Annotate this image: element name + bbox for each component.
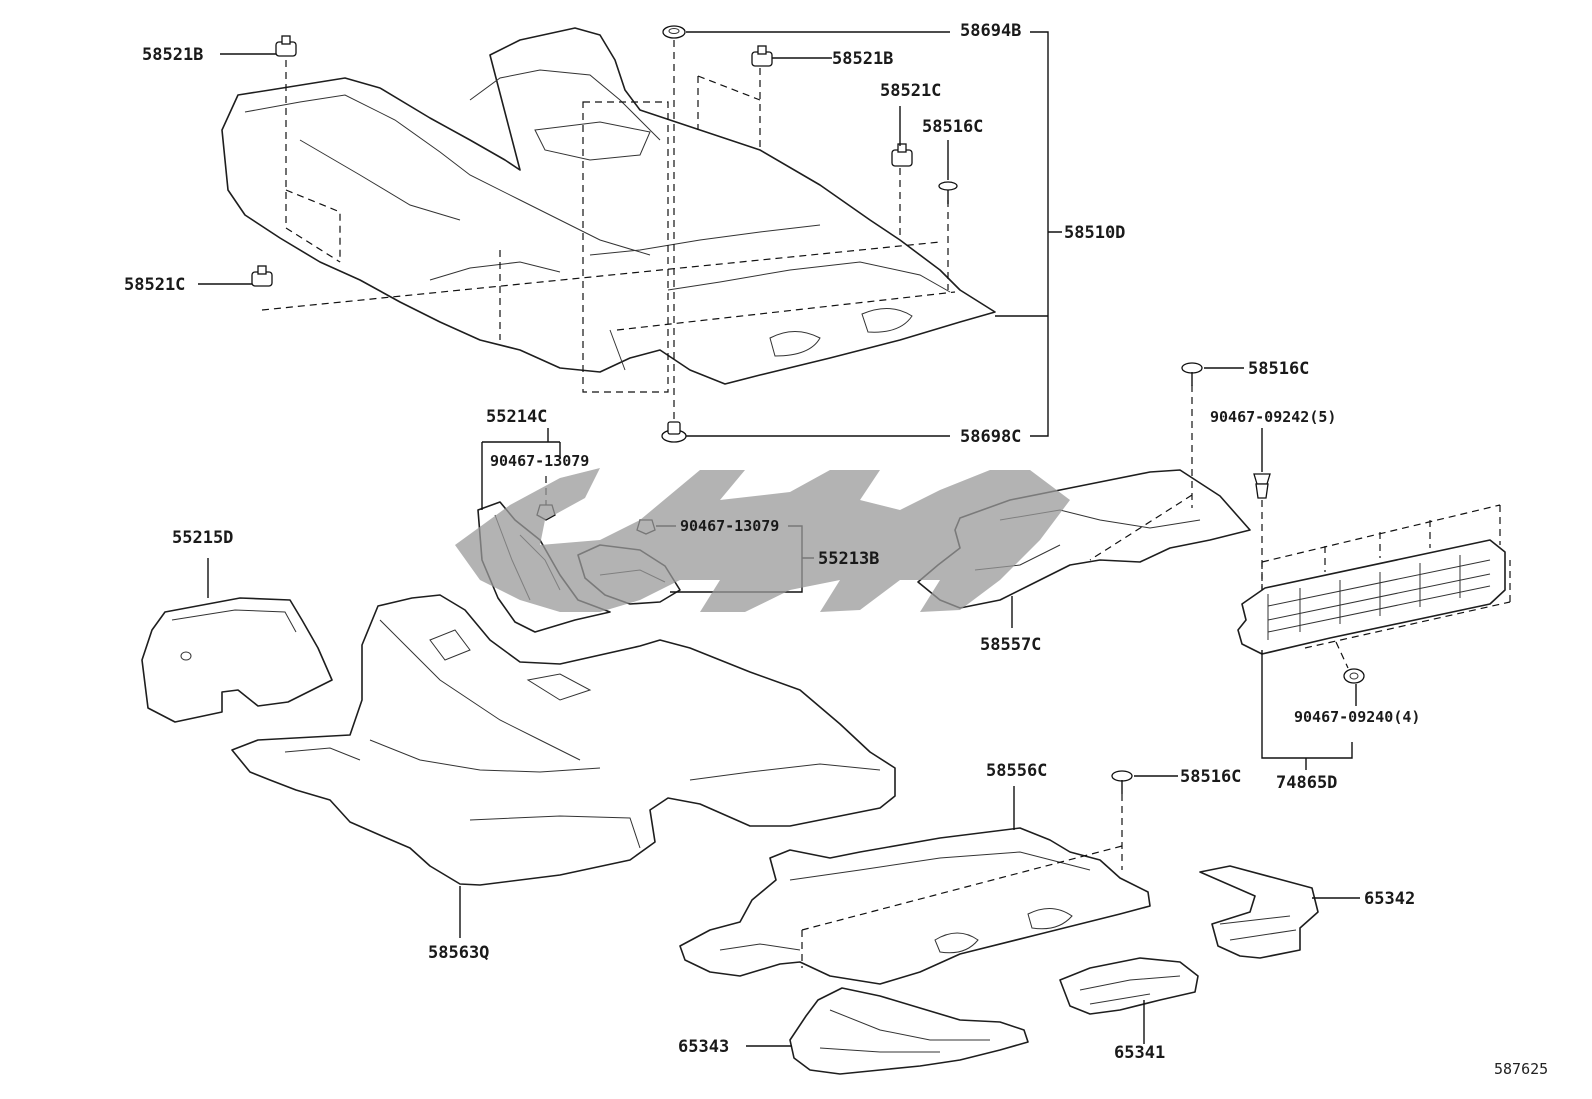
guide-box-left [285, 189, 501, 340]
bracket-55214c [481, 428, 561, 510]
watermark-logo [455, 468, 1070, 612]
label-58516c-top: 58516C [922, 117, 983, 137]
duct-74865d[interactable] [1237, 539, 1506, 655]
label-58521c-left: 58521C [124, 275, 185, 295]
label-58563q: 58563Q [428, 943, 489, 963]
label-65341: 65341 [1114, 1043, 1165, 1063]
label-58521b-left: 58521B [142, 45, 203, 65]
bracket-58510d [995, 31, 1062, 437]
guide-box-center [582, 101, 669, 393]
grommet-58698c-icon[interactable] [661, 421, 687, 443]
box-65341[interactable] [1059, 957, 1199, 1015]
label-55214c: 55214C [486, 407, 547, 427]
label-74865d: 74865D [1276, 773, 1337, 793]
floor-carpet-assembly-58510d[interactable] [221, 27, 996, 385]
guide-58521b-right [697, 68, 761, 150]
guide-duct-bottom [1304, 560, 1511, 649]
carpet-front-58563q[interactable] [231, 594, 896, 886]
clip-58521b-left-icon[interactable] [275, 35, 297, 57]
label-58556c: 58556C [986, 761, 1047, 781]
label-90467-09242: 90467-09242(5) [1210, 408, 1336, 426]
bracket-74865d [1261, 650, 1353, 770]
pin-58516c-top-icon[interactable] [938, 181, 958, 204]
box-65343[interactable] [789, 987, 1029, 1075]
reference-number: 587625 [1494, 1060, 1548, 1078]
label-90467-13079-b: 90467-13079 [680, 517, 779, 535]
pin-58516c-low-icon[interactable] [1111, 770, 1133, 794]
clip-58521c-left-icon[interactable] [251, 265, 273, 287]
label-58521b-right: 58521B [832, 49, 893, 69]
guide-58516c-mid [1089, 385, 1193, 561]
guide-90467-09240 [1335, 641, 1349, 669]
box-65342[interactable] [1199, 865, 1319, 959]
clip-58521b-right-icon[interactable] [751, 45, 773, 67]
mat-55215d[interactable] [141, 597, 333, 723]
label-55215d: 55215D [172, 528, 233, 548]
label-55213b: 55213B [818, 549, 879, 569]
clip-90467-09240-icon[interactable] [1343, 668, 1365, 684]
guide-58516c-low [801, 794, 1123, 968]
pin-58516c-mid-icon[interactable] [1181, 362, 1203, 386]
label-58516c-low: 58516C [1180, 767, 1241, 787]
label-90467-13079-a: 90467-13079 [490, 452, 589, 470]
grommet-58694b-icon[interactable] [662, 25, 686, 39]
label-58516c-mid: 58516C [1248, 359, 1309, 379]
guide-58521c-left [261, 241, 941, 311]
guide-rear-area [616, 291, 956, 331]
label-90467-09240: 90467-09240(4) [1294, 708, 1420, 726]
label-58698c: 58698C [960, 427, 1021, 447]
label-58510d: 58510D [1064, 223, 1125, 243]
label-58557c: 58557C [980, 635, 1041, 655]
carpet-rear-58556c[interactable] [679, 827, 1151, 985]
label-65342: 65342 [1364, 889, 1415, 909]
clip-58521c-right-icon[interactable] [891, 143, 913, 167]
clip-90467-09242-icon[interactable] [1253, 473, 1271, 499]
label-65343: 65343 [678, 1037, 729, 1057]
label-58521c-right: 58521C [880, 81, 941, 101]
label-58694b: 58694B [960, 21, 1021, 41]
